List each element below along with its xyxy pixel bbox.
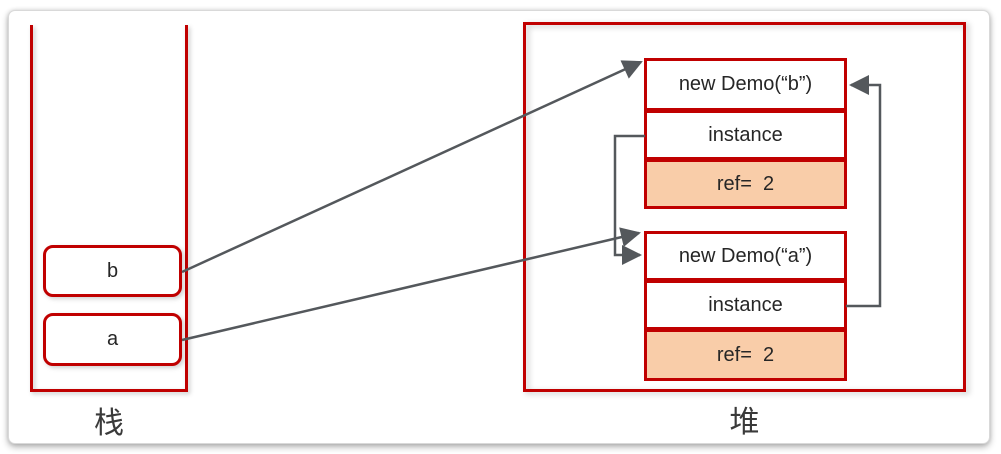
heap-object-a-instance-field: instance — [644, 280, 847, 330]
heap-object-a-ref-count: ref= 2 — [644, 329, 847, 381]
heap-object-b-title: new Demo(“b”) — [644, 58, 847, 111]
stack-item-b: b — [43, 245, 182, 297]
heap-object-b-ref-count: ref= 2 — [644, 159, 847, 209]
stack-item-b-label: b — [106, 259, 119, 282]
stack-item-a-label: a — [106, 328, 119, 350]
stack-label: 栈 — [94, 407, 124, 440]
heap-object-a-title: new Demo(“a”) — [644, 231, 847, 281]
heap-label: 堆 — [729, 406, 760, 439]
stack-item-a: a — [43, 313, 182, 366]
heap-object-b-instance-field: instance — [644, 110, 847, 160]
